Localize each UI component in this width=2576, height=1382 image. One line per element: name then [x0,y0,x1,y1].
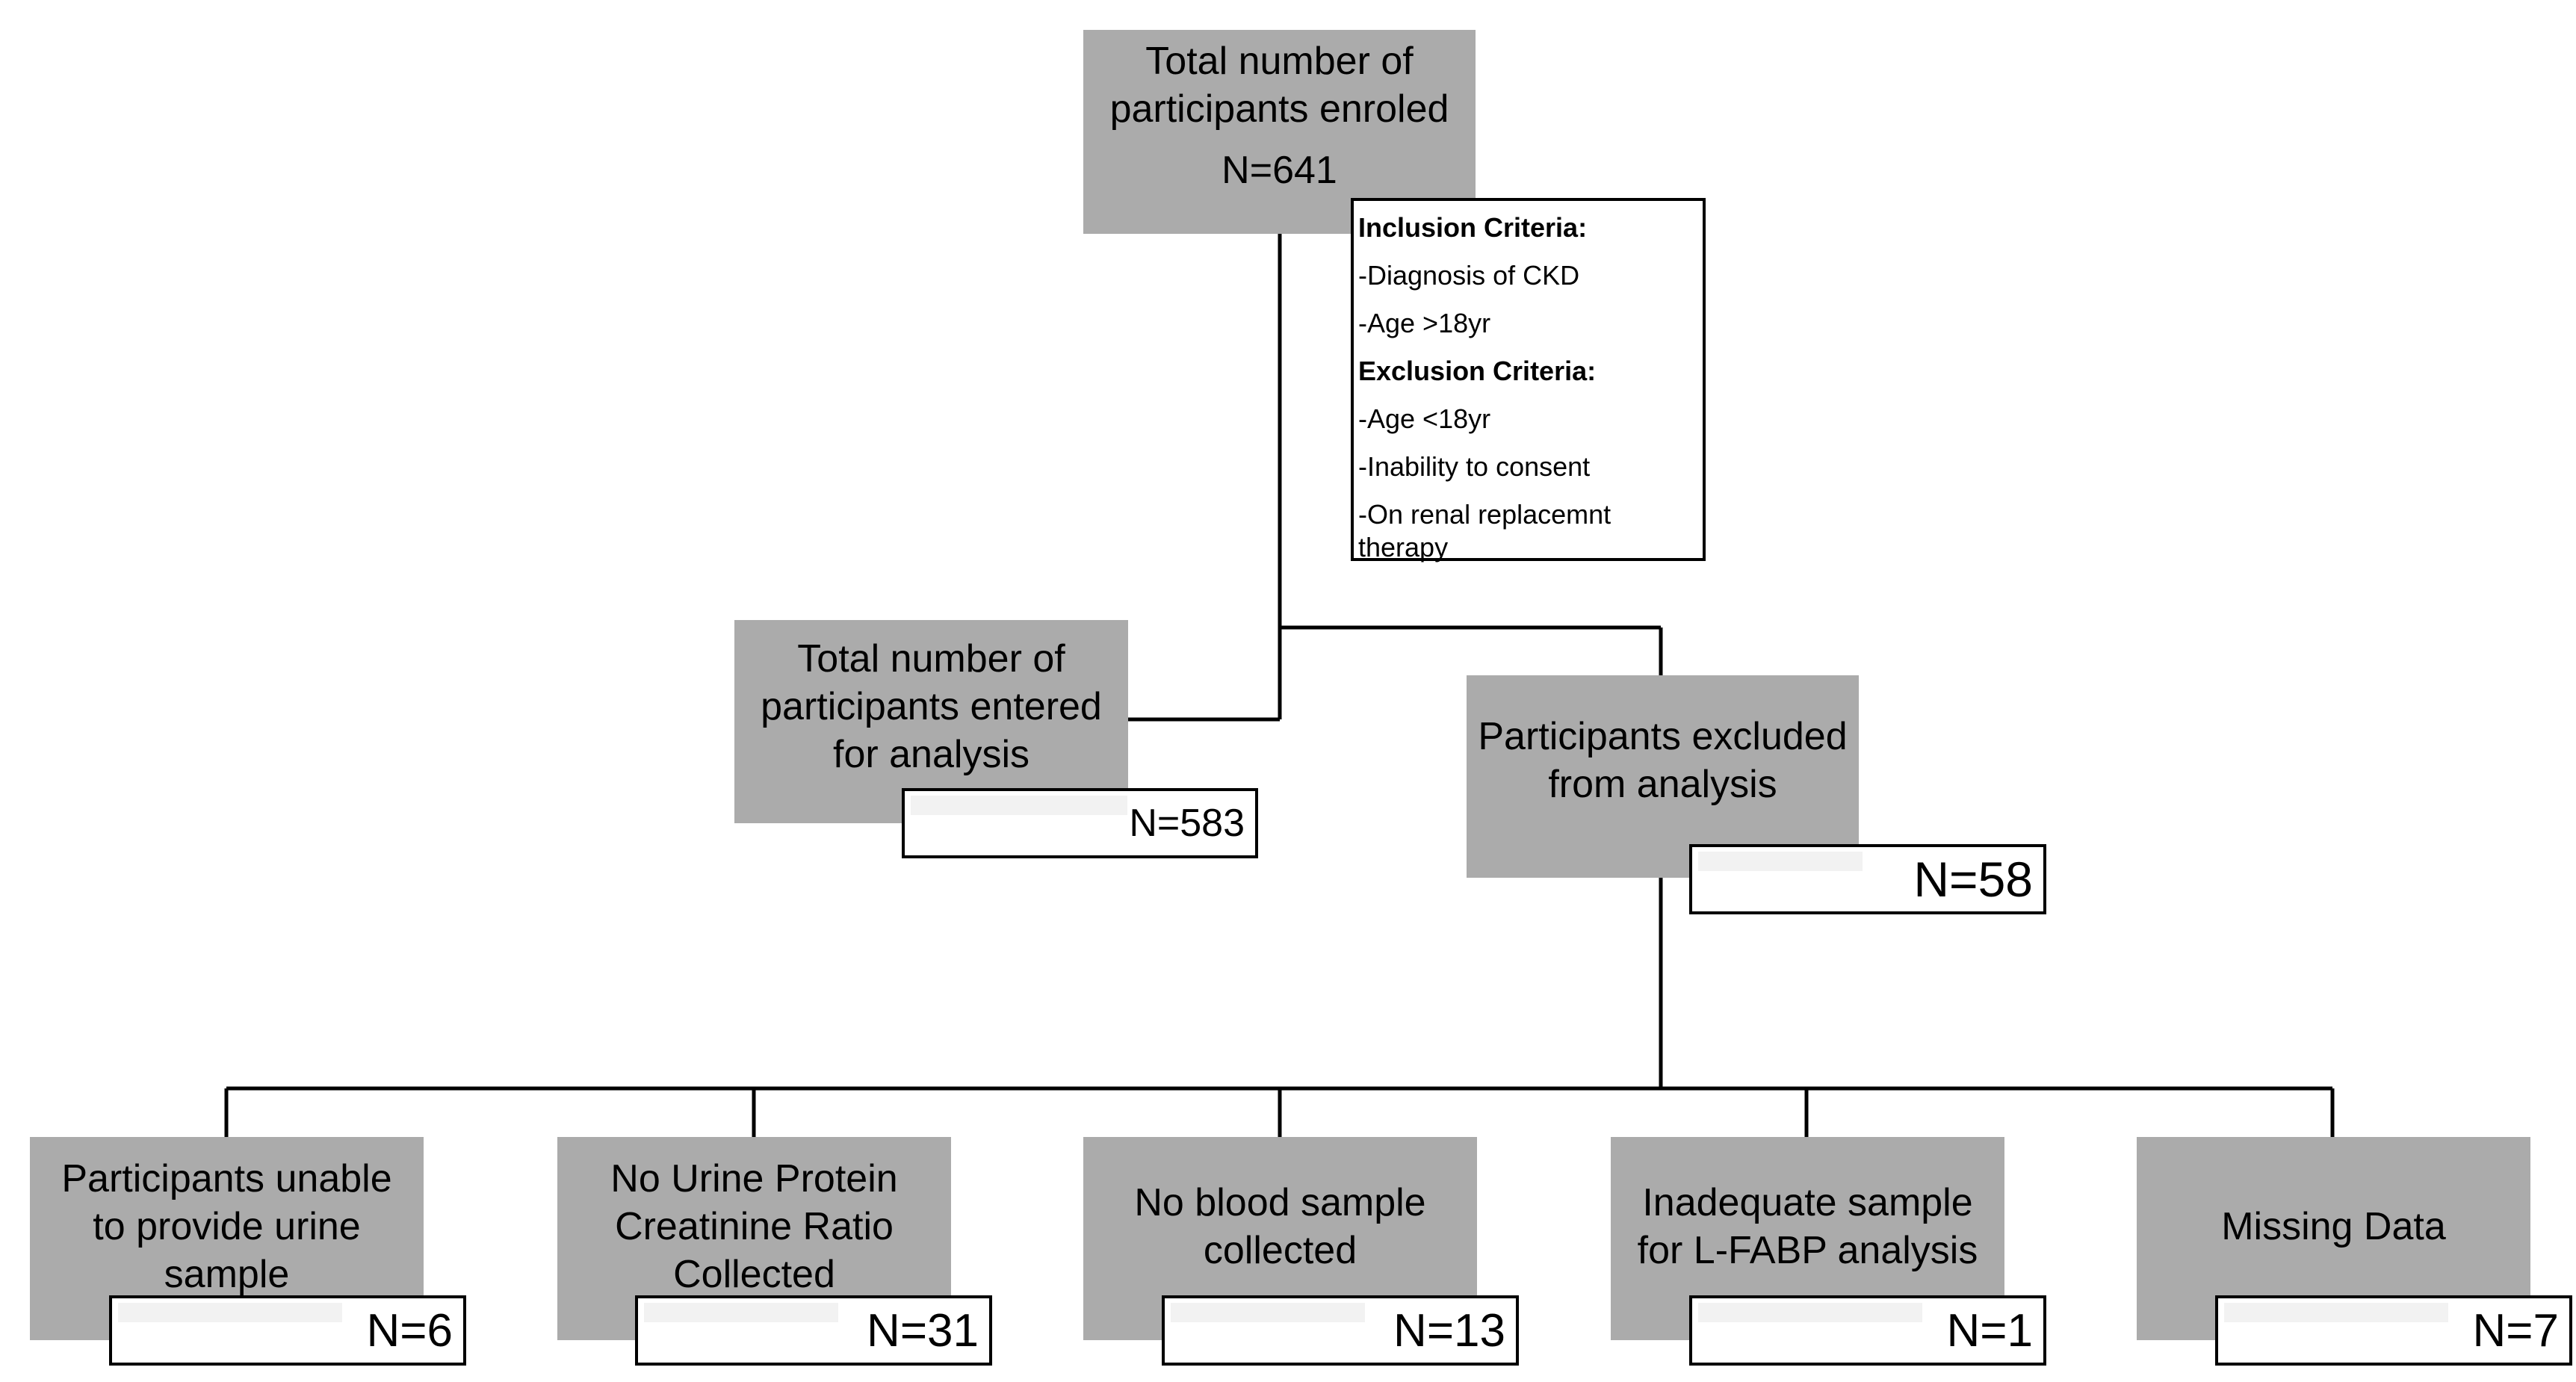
reason-count: N=7 [2472,1304,2559,1357]
inclusion-item: -Diagnosis of CKD [1358,260,1580,291]
inclusion-heading: Inclusion Criteria: [1358,212,1588,243]
enrolled-title: Total number of participants enroled [1109,40,1449,131]
enrolled-count: N=641 [1222,149,1337,192]
excluded-count: N=58 [1913,852,2033,907]
exclusion-heading: Exclusion Criteria: [1358,356,1597,386]
inclusion-item: -Age >18yr [1358,308,1491,338]
reason-title: No Urine Protein Creatinine Ratio Collec… [610,1157,898,1296]
reason-title: Inadequate sample for L-FABP analysis [1637,1181,1978,1272]
excluded-box: Participants excluded from analysis [1467,675,1859,878]
reason-count: N=6 [366,1304,453,1357]
analysed-count: N=583 [1129,802,1245,845]
reason-title: Participants unable to provide urine sam… [61,1157,392,1296]
reason-count-box-5: N=7 [2215,1295,2572,1366]
reason-count-box-3: N=13 [1162,1295,1519,1366]
reason-count-box-4: N=1 [1689,1295,2046,1366]
criteria-box: Inclusion Criteria: -Diagnosis of CKD -A… [1351,198,1706,563]
reason-count-box-1: N=6 [109,1295,466,1366]
reason-title: Missing Data [2221,1205,2446,1248]
excluded-title: Participants excluded from analysis [1478,715,1848,806]
analysed-count-box: N=583 [902,788,1258,858]
reason-count: N=13 [1393,1304,1505,1357]
excluded-count-box: N=58 [1689,844,2046,914]
analysed-title: Total number of participants entered for… [761,637,1102,776]
exclusion-item: -Age <18yr [1358,403,1491,434]
exclusion-item: -Inability to consent [1358,451,1591,482]
reason-count-box-2: N=31 [635,1295,992,1366]
reason-count: N=31 [867,1304,979,1357]
reason-title: No blood sample collected [1134,1181,1426,1272]
exclusion-item: -On renal replacemnt therapy [1358,499,1611,563]
reason-count: N=1 [1946,1304,2033,1357]
